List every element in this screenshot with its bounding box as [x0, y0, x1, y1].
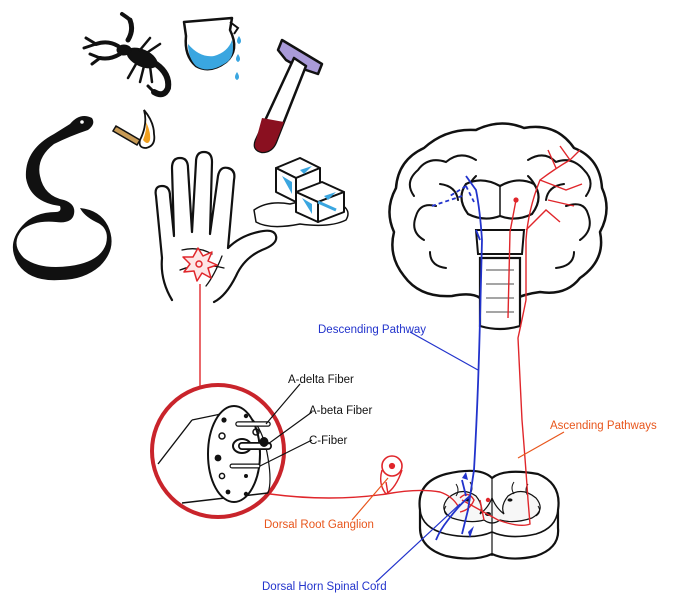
ice-cubes-icon [254, 158, 348, 227]
scorpion-icon [84, 14, 168, 94]
hand-icon [156, 152, 277, 302]
a-delta-fiber-label: A-delta Fiber [288, 373, 354, 387]
hammer-icon [255, 40, 322, 152]
ascending-pathways-label: Ascending Pathways [550, 419, 657, 433]
dorsal-horn-spinal-cord-label: Dorsal Horn Spinal Cord [262, 580, 387, 594]
a-beta-fiber-label: A-beta Fiber [309, 404, 372, 418]
brain-icon [389, 123, 606, 329]
snake-icon [13, 116, 112, 280]
c-fiber-label: C-Fiber [309, 434, 347, 448]
lit-match-icon [113, 110, 154, 148]
dorsal-root-ganglion-label: Dorsal Root Ganglion [264, 518, 374, 532]
descending-pathway-label: Descending Pathway [318, 323, 426, 337]
nerve-cross-section-icon [152, 385, 284, 517]
chemical-flask-icon [184, 18, 241, 80]
